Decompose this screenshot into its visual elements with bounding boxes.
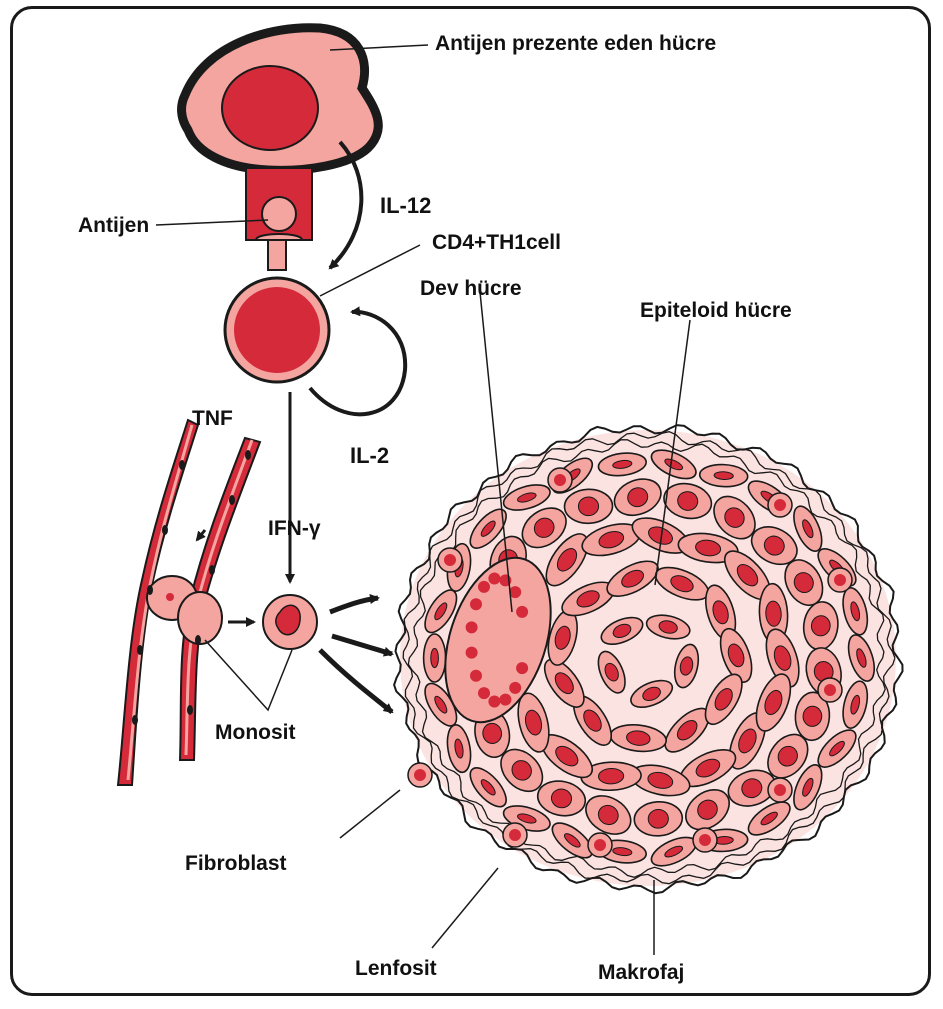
lymphocyte-nucleus (554, 474, 566, 486)
endothelial-nucleus (162, 525, 168, 535)
endothelial-nucleus (245, 450, 251, 460)
antigen-presenting-cell (182, 28, 379, 270)
lymphocyte-nucleus (774, 784, 786, 796)
giant-cell-nucleus (488, 696, 500, 708)
lymphocyte-nucleus (824, 684, 836, 696)
label-il2: IL-2 (350, 445, 389, 467)
macrophage-cell (564, 489, 613, 524)
label-tnf: TNF (192, 408, 233, 429)
lymphocyte-nucleus (594, 839, 606, 851)
label-giant-cell: Dev hücre (420, 278, 522, 299)
label-epithelioid-cell: Epiteloid hücre (640, 300, 792, 321)
giant-cell-nucleus (466, 647, 478, 659)
label-ifn-gamma: IFN-γ (268, 518, 321, 539)
giant-cell-nucleus (488, 573, 500, 585)
label-fibroblast: Fibroblast (185, 853, 287, 874)
monocyte (263, 595, 317, 649)
endothelial-nucleus (137, 645, 143, 655)
giant-cell-nucleus (499, 694, 511, 706)
endothelial-nucleus (209, 565, 215, 575)
apc-nucleus (222, 66, 318, 150)
endothelial-nucleus (187, 705, 193, 715)
lymphocyte-nucleus (774, 499, 786, 511)
lymphocyte-nucleus (414, 769, 426, 781)
giant-cell-nucleus (470, 598, 482, 610)
fibroblast-cell (424, 634, 446, 682)
fibroblast-leader (340, 790, 400, 838)
endothelial-nucleus (147, 585, 153, 595)
giant-cell-nucleus (470, 670, 482, 682)
tcr-stalk (268, 240, 286, 270)
tnf-arrow (197, 530, 205, 540)
giant-cell-nucleus (516, 606, 528, 618)
endothelial-nucleus (195, 635, 201, 645)
label-cd4-th1-cell: CD4+TH1cell (432, 232, 561, 253)
arrow-to-granuloma-1 (330, 598, 378, 612)
extravasating-monocyte (147, 576, 222, 644)
endothelial-nucleus (179, 460, 185, 470)
granuloma (394, 425, 902, 893)
label-antigen: Antijen (78, 215, 149, 236)
endothelial-nucleus (132, 715, 138, 725)
label-antigen-presenting-cell: Antijen prezente eden hücre (435, 33, 716, 54)
lymphocyte-nucleus (699, 834, 711, 846)
lymphocyte-nucleus (834, 574, 846, 586)
label-il12: IL-12 (380, 195, 431, 217)
cd4-leader (320, 245, 420, 296)
giant-cell-nucleus (516, 662, 528, 674)
arrow-to-granuloma-3 (320, 650, 392, 712)
monocyte-leader (205, 640, 292, 710)
label-macrophage: Makrofaj (598, 962, 684, 983)
lymphocyte-nucleus (444, 554, 456, 566)
lymphocyte-leader (432, 868, 498, 948)
label-monocyte: Monosit (215, 722, 295, 743)
endothelial-nucleus (229, 495, 235, 505)
giant-cell-nucleus (466, 621, 478, 633)
label-lymphocyte: Lenfosit (355, 958, 437, 979)
giant-cell-nucleus (478, 581, 490, 593)
arrow-to-granuloma-2 (332, 636, 392, 654)
giant-cell-nucleus (478, 687, 490, 699)
giant-cell-nucleus (509, 682, 521, 694)
lymphocyte-nucleus (509, 829, 521, 841)
antigen-molecule (262, 197, 296, 231)
th1-nucleus (234, 287, 320, 373)
cd4-th1-cell (225, 278, 329, 382)
